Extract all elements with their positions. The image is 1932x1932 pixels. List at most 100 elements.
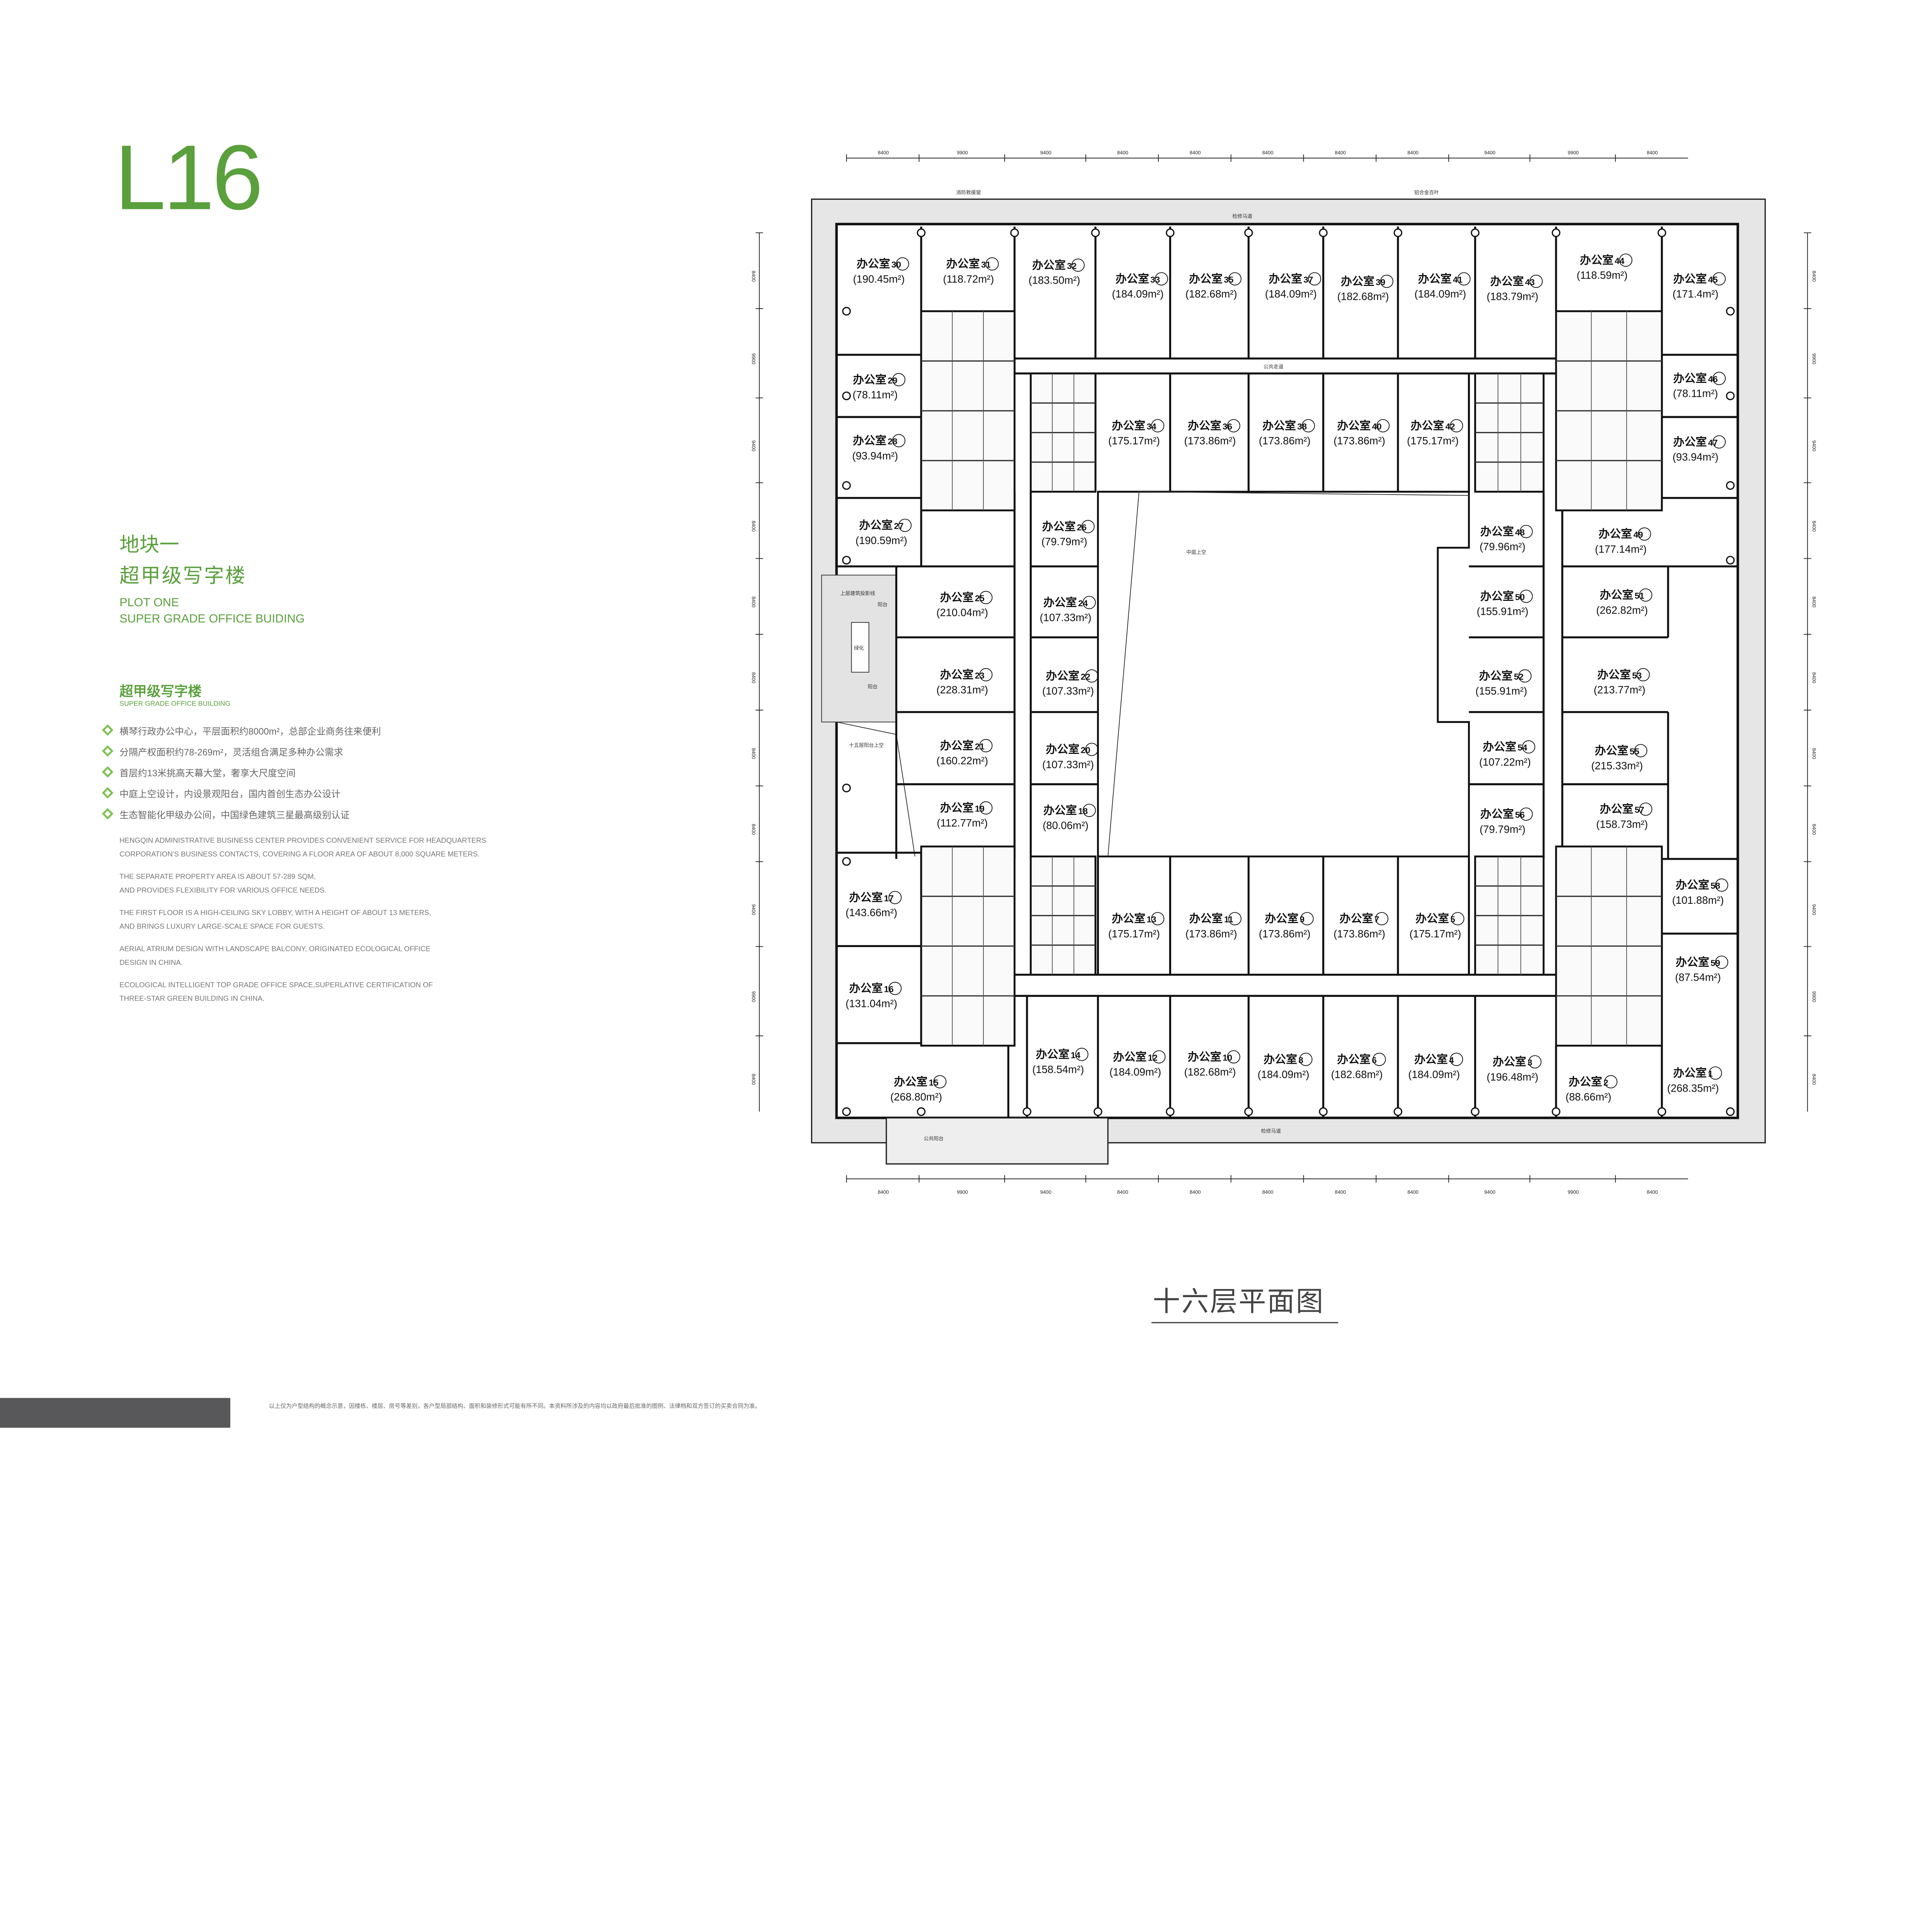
feature-text: 分隔产权面积约78-269m²，灵活组合满足多种办公需求 (119, 747, 343, 758)
room-number-circle-icon (1522, 740, 1536, 754)
dimension-label: 9900 (957, 150, 968, 155)
dimension-label: 8400 (751, 824, 757, 835)
room-number-circle-icon (1457, 272, 1471, 286)
room-area: (173.86m²) (1185, 928, 1237, 940)
room-area: (262.82m²) (1596, 604, 1648, 616)
dimension-label: 8400 (751, 1074, 757, 1085)
room-number-circle-icon (1308, 272, 1321, 286)
room-number-circle-icon (1519, 807, 1533, 821)
room-number-circle-icon (1376, 419, 1390, 432)
room-area: (183.50m²) (1029, 274, 1080, 286)
dimension-label: 8400 (1811, 271, 1817, 282)
dimension-label: 8400 (1407, 1189, 1418, 1195)
room-area: (118.72m²) (943, 273, 994, 285)
room-number-circle-icon (1715, 956, 1728, 969)
room-number-circle-icon (1518, 669, 1532, 683)
column (1319, 1107, 1328, 1116)
column (842, 1107, 851, 1116)
room-area: (107.33m²) (1042, 759, 1094, 770)
column (1393, 1107, 1403, 1116)
dimension-label: 8400 (751, 520, 757, 532)
room-number-circle-icon (1082, 804, 1096, 817)
dimension-label: 8400 (1811, 748, 1817, 759)
column (842, 391, 851, 400)
room-number-circle-icon (1071, 259, 1085, 272)
room-area: (175.17m²) (1407, 435, 1459, 447)
public-balcony (886, 1117, 1109, 1165)
room-area: (87.54m²) (1675, 971, 1721, 983)
column (1471, 228, 1480, 237)
column (1393, 228, 1403, 237)
room-area: (184.09m²) (1265, 288, 1317, 300)
